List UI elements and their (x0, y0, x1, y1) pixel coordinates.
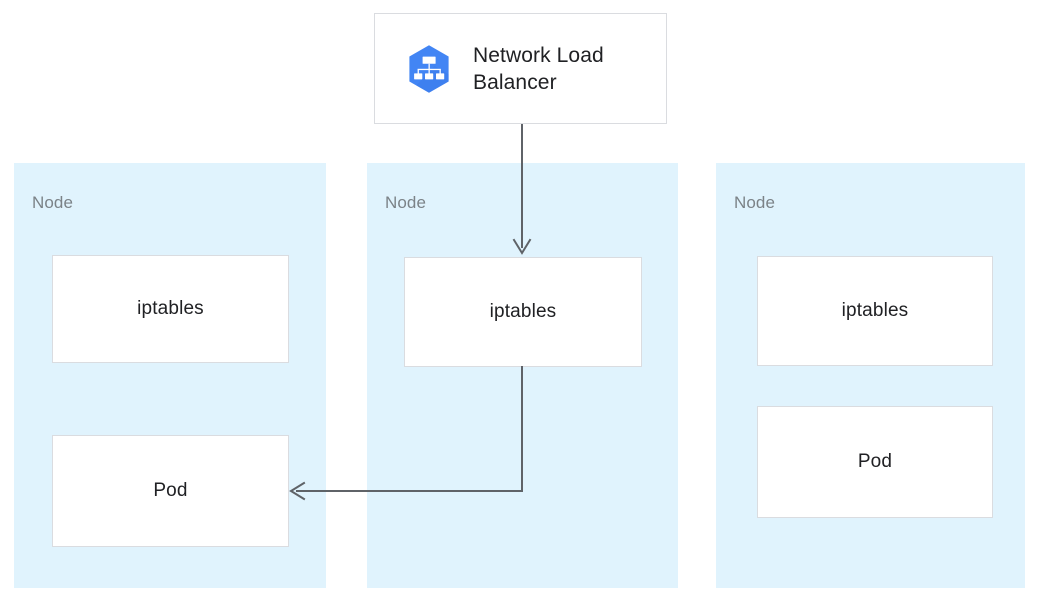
node-1-pod-label: Pod (153, 480, 188, 501)
node-1-iptables-label: iptables (137, 298, 204, 319)
node-3-pod-label: Pod (857, 451, 893, 472)
node-3-pod-box[interactable]: Pod (757, 406, 993, 518)
node-2-iptables-box[interactable]: iptables (404, 257, 642, 367)
node-3-iptables-box[interactable]: iptables (757, 256, 993, 366)
node-label-3: Node (734, 193, 776, 212)
node-label-2: Node (385, 193, 427, 212)
node-panel-1[interactable]: Node iptables Pod (14, 163, 326, 588)
node-2-iptables-label: iptables (489, 301, 557, 322)
network-load-balancer-label: Network Load Balancer (473, 43, 604, 94)
node-label-1: Node (32, 193, 74, 212)
node-1-iptables-box[interactable]: iptables (52, 255, 289, 363)
node-panel-2[interactable]: Node iptables (367, 163, 678, 588)
network-load-balancer-icon (409, 44, 449, 93)
node-1-pod-box[interactable]: Pod (52, 435, 289, 547)
node-panel-3[interactable]: Node iptables Pod (716, 163, 1025, 588)
network-load-balancer-card[interactable]: Network Load Balancer (374, 13, 667, 124)
node-3-iptables-label: iptables (841, 300, 909, 321)
